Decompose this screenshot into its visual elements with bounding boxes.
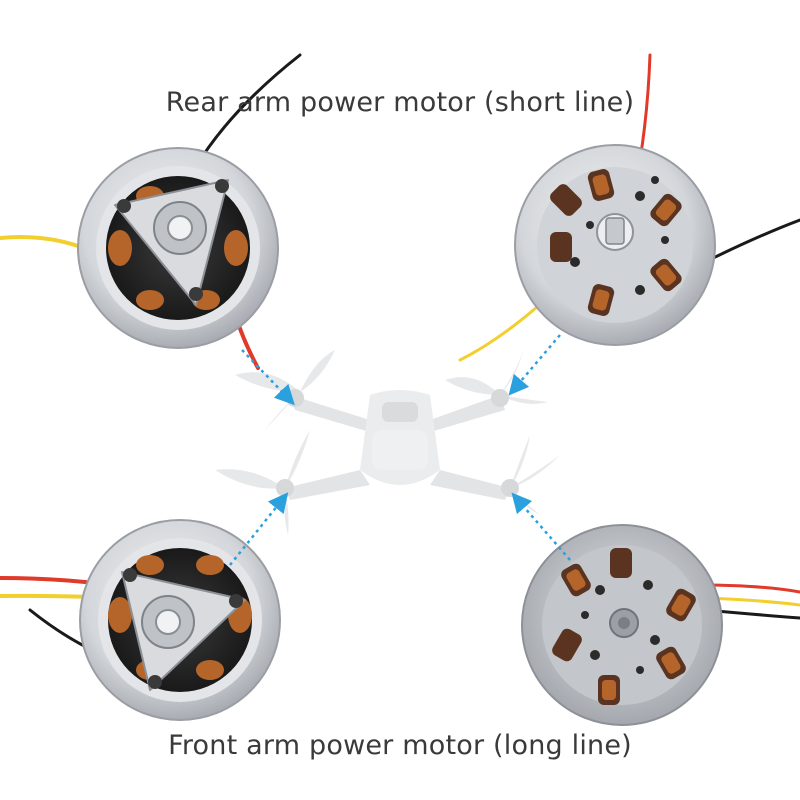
rear-right-motor [514,144,716,346]
drone-silhouette [215,345,560,535]
front-motor-caption: Front arm power motor (long line) [168,730,632,761]
rear-left-motor [77,147,279,349]
rear-right-pointer-arrow [508,334,561,396]
front-right-motor [521,524,723,726]
rear-motor-caption: Rear arm power motor (short line) [165,87,635,118]
pointer-arrows [229,334,571,566]
front-left-motor [79,519,281,721]
